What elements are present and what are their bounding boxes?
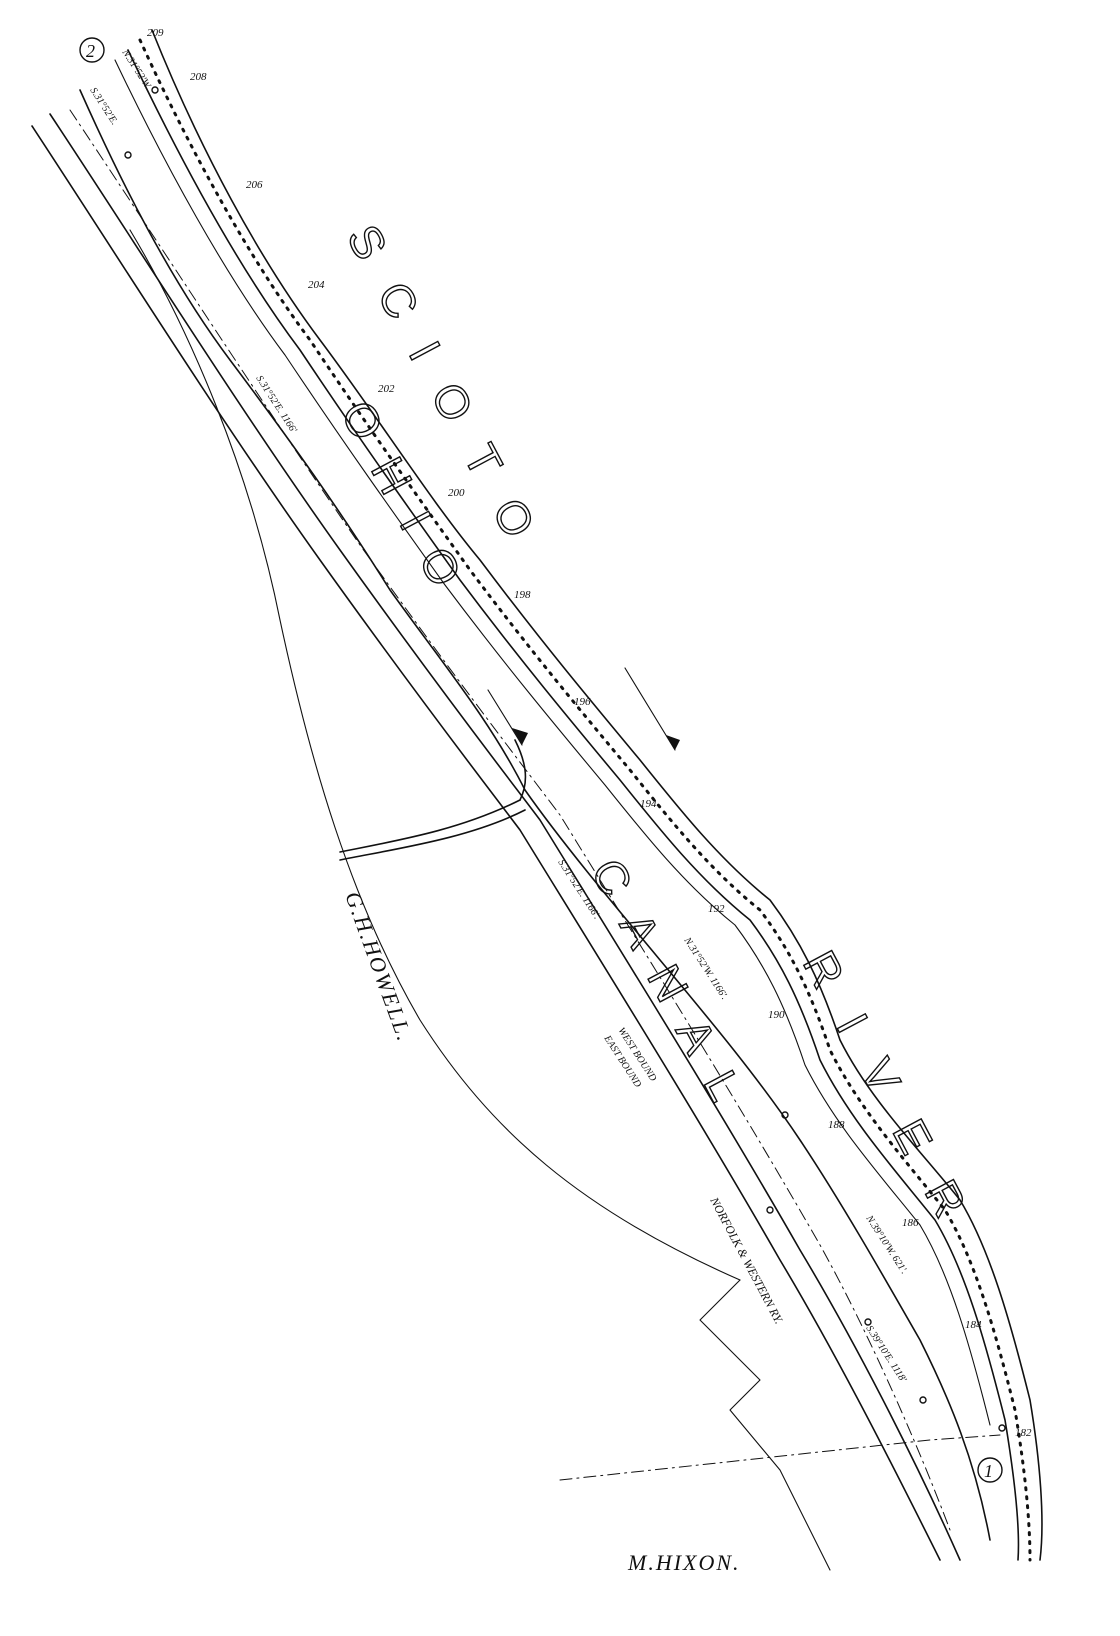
station-label: 204 <box>308 279 325 291</box>
railway-name: NORFOLK & WESTERN RY. <box>707 1194 786 1326</box>
station-label: 186 <box>902 1217 919 1229</box>
station-label: 194 <box>640 798 657 810</box>
culvert-west-2 <box>339 809 526 861</box>
station-label: 200 <box>448 487 465 499</box>
survey-point <box>919 1396 927 1404</box>
bearing-top-south: S.31°52'E. <box>87 86 119 127</box>
flow-arrow-river <box>624 667 676 751</box>
canal-bank-east <box>127 49 1020 1561</box>
flow-arrow-river-head <box>666 735 680 750</box>
south-boundary-line <box>559 1434 1001 1481</box>
station-label: 198 <box>514 589 531 601</box>
flow-arrow-canal-head <box>512 728 528 745</box>
survey-point <box>864 1318 872 1326</box>
station-label: 196 <box>574 696 591 708</box>
station-label: 188 <box>828 1119 845 1131</box>
station-label: 190 <box>768 1009 785 1021</box>
owner-hixon: M.HIXON. <box>627 1550 741 1575</box>
corner-marker-1 <box>977 1457 1003 1483</box>
station-label: 182 <box>1015 1427 1032 1439</box>
railway-line-1 <box>31 125 941 1561</box>
corner-marker-2-label: 2 <box>86 41 95 61</box>
bearing-south-line-upper: S.31°52'E. 1166' <box>253 374 299 436</box>
culvert-east <box>514 739 527 801</box>
station-label: 208 <box>190 71 207 83</box>
culvert-west <box>339 799 521 853</box>
bearing-top-north: N.31°52'W. <box>119 47 153 92</box>
survey-point <box>151 86 159 94</box>
flow-arrow-canal <box>487 689 523 746</box>
station-label: 202 <box>378 383 395 395</box>
survey-line-river <box>138 38 1032 1562</box>
station-label: 206 <box>246 179 263 191</box>
canal-centerline <box>114 59 991 1426</box>
property-boundary-howell <box>129 229 741 1281</box>
survey-point <box>766 1206 774 1214</box>
corner-marker-1-label: 1 <box>984 1461 993 1481</box>
river-bank-east <box>151 29 1043 1561</box>
corner-marker-2 <box>79 37 105 63</box>
survey-point <box>124 151 132 159</box>
canal-name-canal: CANAL <box>581 850 765 1133</box>
property-boundary-stepped <box>699 1279 831 1571</box>
river-name-river: RIVER <box>793 942 994 1258</box>
survey-point <box>781 1111 789 1119</box>
station-label: 192 <box>708 903 725 915</box>
property-line-dashed <box>69 109 951 1531</box>
railway-line-2 <box>49 113 961 1561</box>
canal-bank-west <box>79 89 991 1541</box>
owner-howell: G.H.HOWELL. <box>340 888 418 1045</box>
survey-point <box>998 1424 1006 1432</box>
station-label: 184 <box>965 1319 982 1331</box>
station-label: 209 <box>147 27 164 39</box>
